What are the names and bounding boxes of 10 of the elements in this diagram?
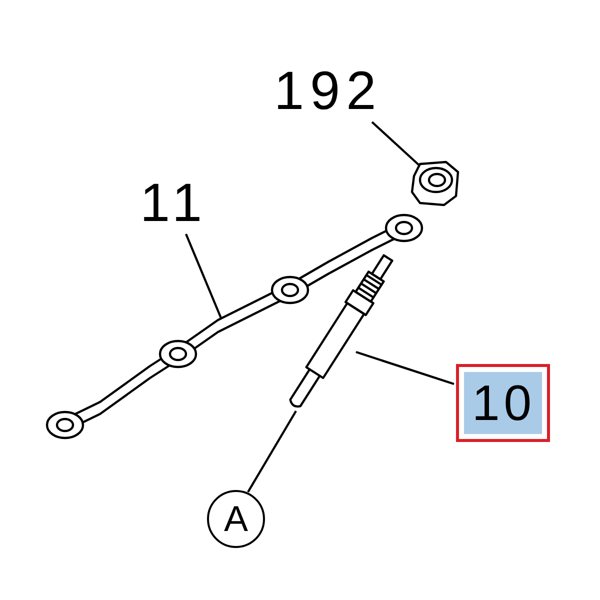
detail-reference-circle: A [207,490,265,548]
callout-number: 192 [274,64,390,120]
leader-line [184,234,222,318]
leader-line [356,350,454,386]
callout-number: 11 [140,176,210,232]
leader-line [247,410,297,493]
leader-line [371,121,421,167]
highlight-frame [456,364,550,442]
callout-number: 10 [464,372,542,434]
nut-drawing [408,160,462,208]
